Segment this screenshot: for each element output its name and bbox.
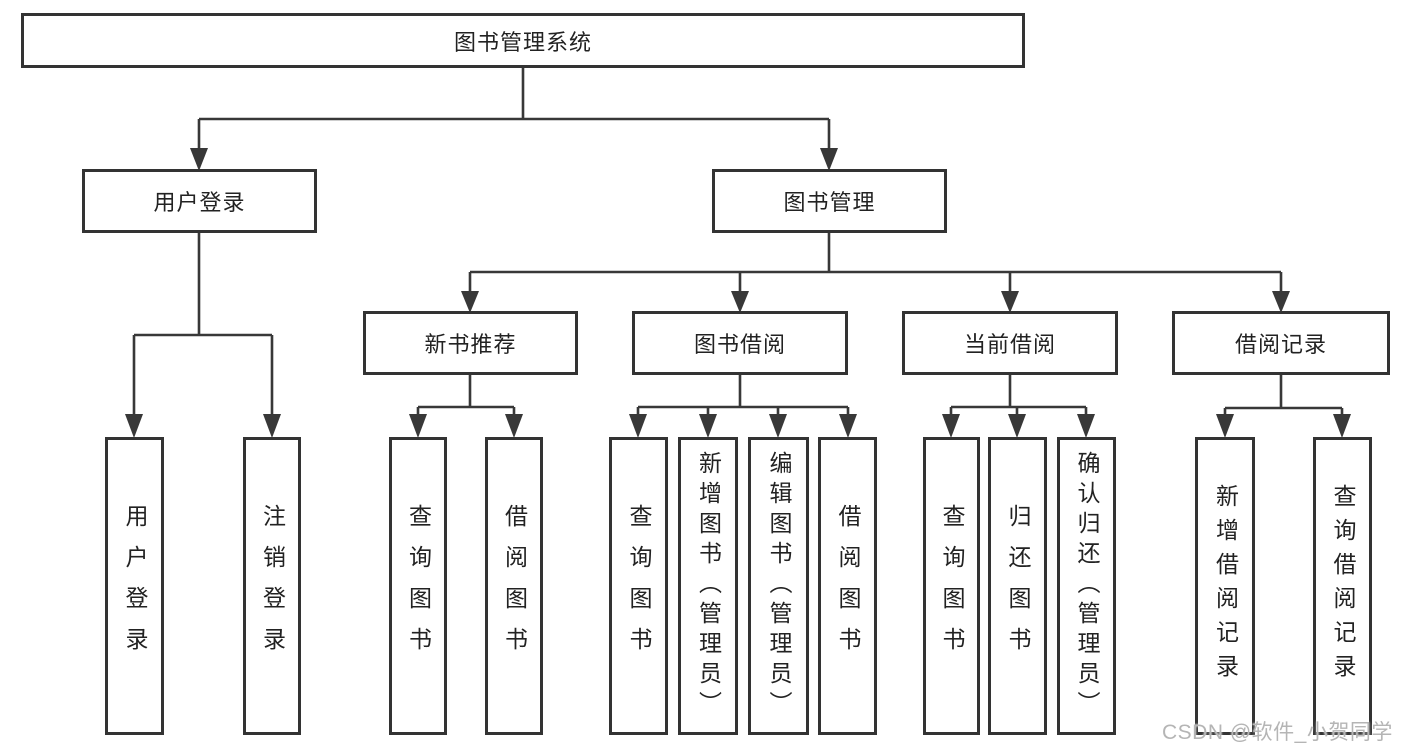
node-label: 新增图书（管理员） bbox=[695, 451, 722, 721]
node-newrec-query-book: 查询图书 bbox=[389, 437, 447, 735]
node-label: 借阅图书 bbox=[835, 504, 861, 668]
node-label: 查询图书 bbox=[939, 504, 965, 668]
node-label: 用户登录 bbox=[122, 504, 148, 668]
node-label: 查询图书 bbox=[626, 504, 652, 668]
node-label: 编辑图书（管理员） bbox=[766, 451, 792, 721]
node-records-query-record: 查询借阅记录 bbox=[1313, 437, 1372, 735]
node-label: 注销登录 bbox=[259, 504, 286, 668]
node-label: 新增借阅记录 bbox=[1212, 484, 1239, 688]
node-label: 图书借阅 bbox=[693, 332, 786, 357]
node-current-borrowing: 当前借阅 bbox=[902, 311, 1118, 375]
node-borrowing-edit-book-admin: 编辑图书（管理员） bbox=[748, 437, 809, 735]
node-label: 查询借阅记录 bbox=[1330, 484, 1356, 688]
node-label: 图书管理 bbox=[783, 190, 876, 215]
node-current-query-book: 查询图书 bbox=[923, 437, 980, 735]
node-library-management-system: 图书管理系统 bbox=[21, 13, 1025, 68]
node-records-add-record: 新增借阅记录 bbox=[1195, 437, 1255, 735]
node-current-confirm-return-admin: 确认归还（管理员） bbox=[1057, 437, 1116, 735]
node-label: 确认归还（管理员） bbox=[1074, 451, 1100, 721]
arrowhead-icons bbox=[125, 148, 1351, 438]
node-label: 查询图书 bbox=[405, 504, 432, 668]
node-label: 新书推荐 bbox=[424, 332, 517, 357]
node-borrowing-add-book-admin: 新增图书（管理员） bbox=[678, 437, 738, 735]
node-borrowing-records: 借阅记录 bbox=[1172, 311, 1390, 375]
node-borrowing-borrow-book: 借阅图书 bbox=[818, 437, 877, 735]
node-new-book-recommend: 新书推荐 bbox=[363, 311, 578, 375]
node-current-return-book: 归还图书 bbox=[988, 437, 1047, 735]
node-borrowing-query-book: 查询图书 bbox=[609, 437, 668, 735]
csdn-watermark: CSDN @软件_小贺同学 bbox=[1162, 721, 1393, 744]
node-user-login: 用户登录 bbox=[105, 437, 164, 735]
node-logout: 注销登录 bbox=[243, 437, 301, 735]
node-label: 借阅记录 bbox=[1234, 332, 1327, 357]
node-label: 归还图书 bbox=[1005, 504, 1031, 668]
node-label: 图书管理系统 bbox=[453, 29, 592, 55]
node-label: 借阅图书 bbox=[501, 504, 528, 668]
node-book-borrowing: 图书借阅 bbox=[632, 311, 848, 375]
node-label: 用户登录 bbox=[153, 190, 246, 215]
node-book-management: 图书管理 bbox=[712, 169, 947, 233]
node-label: 当前借阅 bbox=[963, 332, 1056, 357]
node-newrec-borrow-book: 借阅图书 bbox=[485, 437, 543, 735]
node-user-login-group: 用户登录 bbox=[82, 169, 317, 233]
